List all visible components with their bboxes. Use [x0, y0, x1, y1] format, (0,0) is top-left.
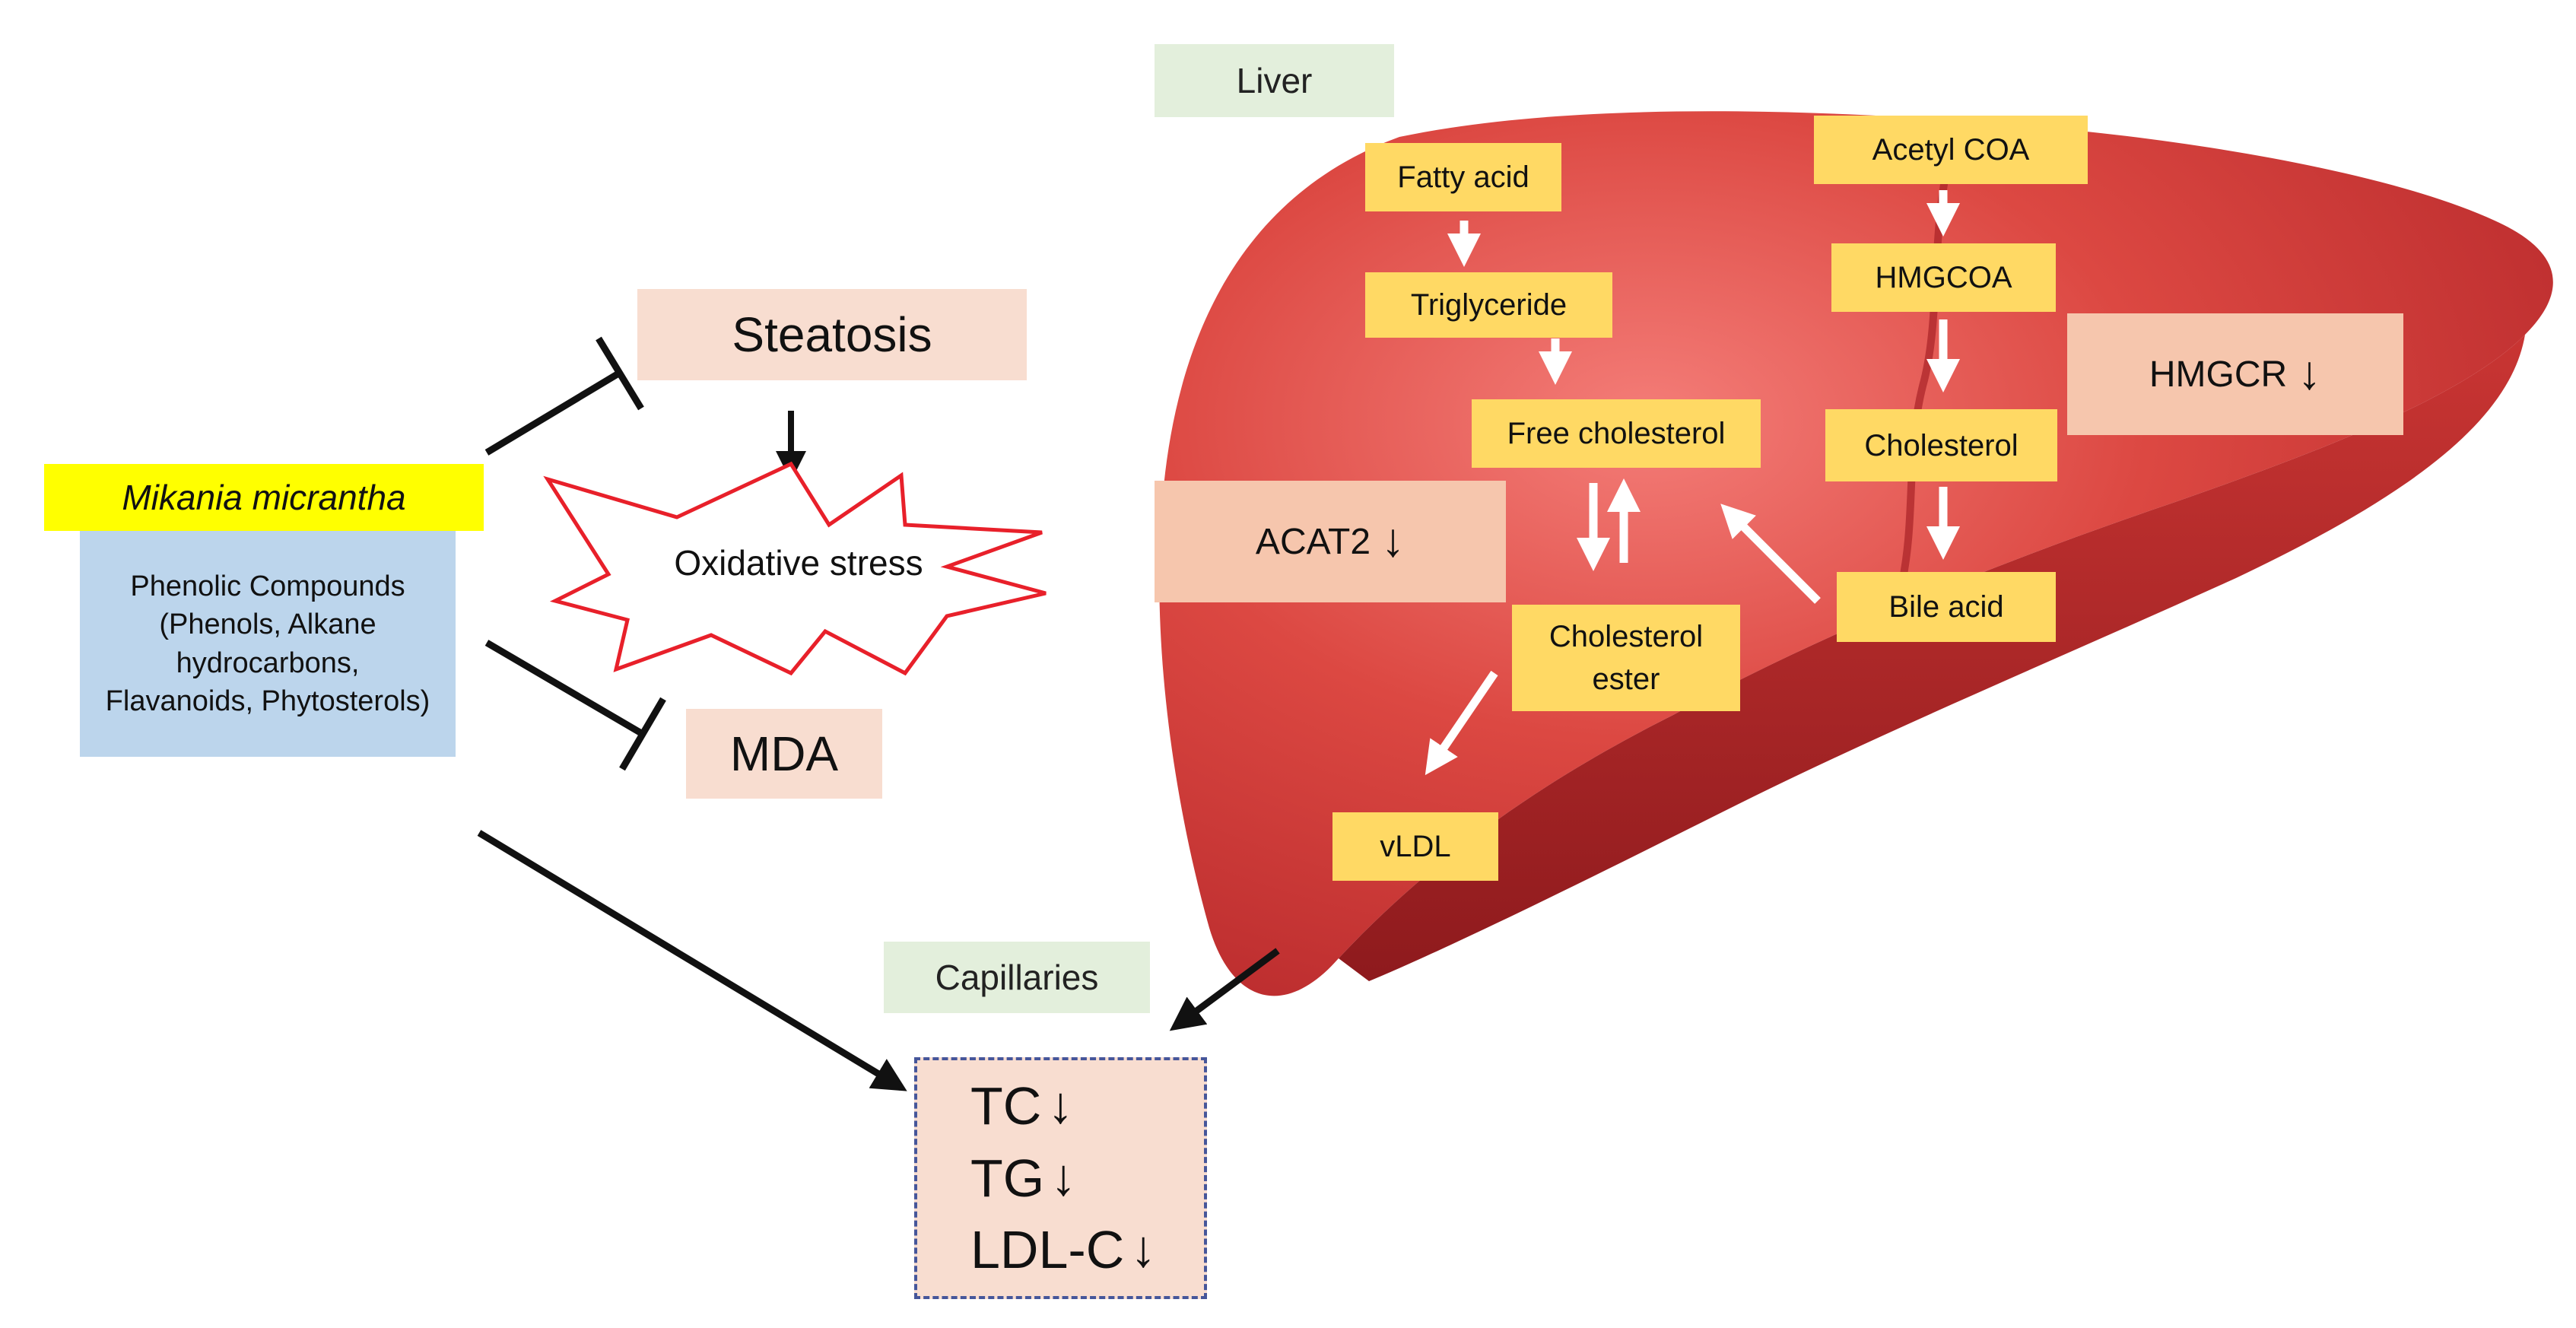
hmgcr-box: HMGCR ↓	[2067, 313, 2403, 435]
compound-to-results-arrow	[477, 830, 907, 1091]
ldl-c-down-arrow-icon: ↓	[1130, 1220, 1157, 1279]
tc-label: TC	[970, 1075, 1042, 1136]
triglyceride-node: Triglyceride	[1365, 272, 1612, 338]
hmgcr-label: HMGCR	[2149, 354, 2288, 395]
tg-result: TG↓	[970, 1142, 1204, 1215]
vldl-node: vLDL	[1332, 812, 1498, 881]
ldl-c-result: LDL-C↓	[970, 1214, 1204, 1286]
vldl-to-capillaries-arrow	[1169, 948, 1280, 1031]
liver-lower-lobe	[1339, 335, 2525, 981]
oxidative-stress-label: Oxidative stress	[674, 543, 923, 583]
inhibit-steatosis-bar	[596, 336, 644, 411]
tc-down-arrow-icon: ↓	[1047, 1075, 1074, 1134]
tc-result: TC↓	[970, 1070, 1204, 1142]
serum-results-box: TC↓ TG↓ LDL-C↓	[914, 1057, 1207, 1299]
cholesterol-ester-node: Cholesterol ester	[1512, 605, 1740, 711]
free-cholesterol-node: Free cholesterol	[1472, 399, 1761, 468]
hmgcr-down-arrow-icon: ↓	[2298, 346, 2322, 399]
liver-fissure	[1898, 164, 1951, 589]
steatosis-box: Steatosis	[637, 289, 1027, 380]
hmgcoa-node: HMGCOA	[1831, 243, 2056, 312]
inhibit-steatosis-line	[484, 370, 622, 456]
inhibit-mda-bar	[619, 697, 666, 771]
capillaries-region-label: Capillaries	[884, 942, 1150, 1013]
acat2-box: ACAT2 ↓	[1155, 481, 1506, 602]
acat2-down-arrow-icon: ↓	[1381, 513, 1406, 567]
compound-description: Phenolic Compounds (Phenols, Alkane hydr…	[80, 531, 456, 757]
mda-box: MDA	[686, 709, 882, 799]
cholesterol-node: Cholesterol	[1825, 409, 2057, 481]
compound-name: Mikania micrantha	[44, 464, 484, 531]
acetyl-coa-node: Acetyl COA	[1814, 116, 2088, 184]
fatty-acid-node: Fatty acid	[1365, 143, 1561, 211]
oxidative-stress-burst	[543, 461, 1047, 676]
tg-down-arrow-icon: ↓	[1050, 1148, 1077, 1206]
inhibit-mda-line	[484, 640, 645, 737]
liver-region-label: Liver	[1155, 44, 1394, 117]
acat2-label: ACAT2	[1255, 521, 1371, 562]
ester-to-vldl-arrow	[1425, 670, 1498, 776]
bile-acid-to-free-cholesterol-arrow	[1720, 504, 1821, 604]
ldl-c-label: LDL-C	[970, 1220, 1125, 1280]
tg-label: TG	[970, 1148, 1045, 1208]
bile-acid-node: Bile acid	[1837, 572, 2056, 642]
